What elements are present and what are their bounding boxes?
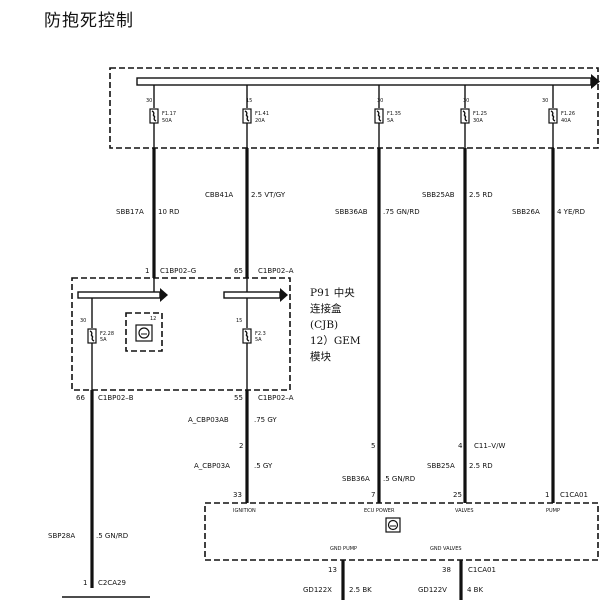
top-busbar [136, 77, 592, 86]
fuse-name: F1.17 [162, 111, 176, 117]
abs-terminal-label: VALVES [455, 508, 474, 514]
cjb-connector-label: C1BP02–A [258, 267, 294, 275]
wire-spec-label: 10 RD [158, 208, 179, 216]
abs-pin-label: 25 [453, 491, 462, 499]
abs-gnd-label: GND VALVES [430, 546, 462, 552]
abs-connector-label: C1CA01 [560, 491, 588, 499]
cjb-bus-left [77, 291, 161, 299]
fuse-rating: 5A [255, 337, 262, 343]
fuse-rating: 20A [255, 118, 265, 124]
wire-circuit-label: SBB17A [116, 208, 144, 216]
wire-circuit-label: SBB25A [427, 462, 455, 470]
wire-spec-label: 2.5 RD [469, 462, 493, 470]
wire-spec-label: .5 GN/RD [383, 475, 415, 483]
fuse-rating: 50A [162, 118, 172, 124]
pin-label: 1 [83, 579, 87, 587]
wire-spec-label: 2.5 RD [469, 191, 493, 199]
fuse-rating: 40A [561, 118, 571, 124]
connector-label: C2CA29 [98, 579, 126, 587]
wire-circuit-label: A_CBP03AB [188, 416, 229, 424]
abs-pin-label: 33 [233, 491, 242, 499]
fuse-f1-25: 30 F1.25 30A [460, 98, 487, 124]
wire-circuit-label: SBB26A [512, 208, 540, 216]
cjb-connector-label: C1BP02–B [98, 394, 134, 402]
connector-label: C11–V/W [474, 442, 505, 450]
fuse-name: F2.3 [255, 331, 266, 337]
fuse-rating: 5A [100, 337, 107, 343]
wire-spec-label: 2.5 VT/GY [251, 191, 286, 199]
cjb-bus-right [223, 291, 281, 299]
pin-label: 5 [371, 442, 375, 450]
cjb-pin-label: 1 [145, 267, 149, 275]
fuse-name: F2.28 [100, 331, 114, 337]
wire-circuit-label: A_CBP03A [194, 462, 230, 470]
cjb-label-line: 连接盒 [310, 302, 342, 315]
fuse-amp-code: 30 [463, 98, 469, 104]
fuse-f1-26: 30 F1.26 40A [542, 98, 575, 124]
fuse-amp-code: 30 [80, 318, 86, 324]
wire-circuit-label: GD122X [303, 586, 332, 594]
power-distribution-box [109, 67, 599, 149]
abs-terminal-label: PUMP [546, 508, 560, 514]
cjb-pin-label: 55 [234, 394, 243, 402]
cjb-box [71, 277, 291, 391]
wire-circuit-label: SBB36AB [335, 208, 368, 216]
fuse-amp-code: 15 [246, 98, 252, 104]
fuse-amp-code: 30 [542, 98, 548, 104]
fuse-amp-code: 30 [377, 98, 383, 104]
wire-spec-label: .75 GN/RD [383, 208, 420, 216]
abs-module-box [204, 502, 599, 561]
cjb-connector-label: C1BP02–G [160, 267, 196, 275]
fuse-amp-code: 15 [236, 318, 242, 324]
cjb-pin-label: 66 [76, 394, 85, 402]
module-icon [135, 324, 153, 342]
wire-spec-label: .5 GN/RD [96, 532, 128, 540]
pin-label: 13 [328, 566, 337, 574]
fuse-f1-35: 30 F1.35 5A [374, 98, 401, 124]
fuse-rating: 5A [387, 118, 394, 124]
abs-pin-label: 1 [545, 491, 549, 499]
fuse-rating: 30A [473, 118, 483, 124]
module-pin-label: 12 [150, 316, 156, 322]
wire-circuit-label: GD122V [418, 586, 447, 594]
wire-spec-label: .5 GY [254, 462, 273, 470]
cjb-pin-label: 65 [234, 267, 243, 275]
gem-module-box [125, 312, 163, 352]
wire-circuit-label: SBP28A [48, 532, 75, 540]
wire-spec-label: .75 GY [254, 416, 277, 424]
fuse-name: F1.25 [473, 111, 487, 117]
cjb-label-line: 模块 [310, 351, 331, 363]
abs-module-icon [385, 517, 401, 533]
wire-spec-label: 2.5 BK [349, 586, 372, 594]
fuse-amp-code: 30 [146, 98, 152, 104]
page-title: 防抱死控制 [44, 11, 134, 31]
fuse-f1-41: 15 F1.41 20A [242, 98, 269, 124]
cjb-connector-label: C1BP02–A [258, 394, 294, 402]
pin-label: 4 [458, 442, 463, 450]
wire-circuit-label: CBB41A [205, 191, 233, 199]
busbar-arrow [591, 74, 600, 89]
connector-label: C1CA01 [468, 566, 496, 574]
abs-pin-label: 7 [371, 491, 375, 499]
abs-terminal-label: IGNITION [233, 508, 256, 514]
wire-spec-label: 4 YE/RD [557, 208, 585, 216]
cjb-label-line: P91 中央 [310, 286, 355, 299]
wire-spec-label: 4 BK [467, 586, 483, 594]
wire-circuit-label: SBB36A [342, 475, 370, 483]
cjb-label-line: (CJB) [310, 319, 338, 331]
fuse-name: F1.26 [561, 111, 575, 117]
wire-circuit-label: SBB25AB [422, 191, 455, 199]
pin-label: 2 [239, 442, 243, 450]
abs-gnd-label: GND PUMP [330, 546, 357, 552]
fuse-name: F1.41 [255, 111, 269, 117]
fuse-name: F1.35 [387, 111, 401, 117]
fuse-f1-17: 30 F1.17 50A [146, 98, 176, 124]
abs-terminal-label: ECU POWER [364, 508, 395, 514]
pin-label: 38 [442, 566, 451, 574]
cjb-label-line: 12）GEM [310, 335, 361, 347]
